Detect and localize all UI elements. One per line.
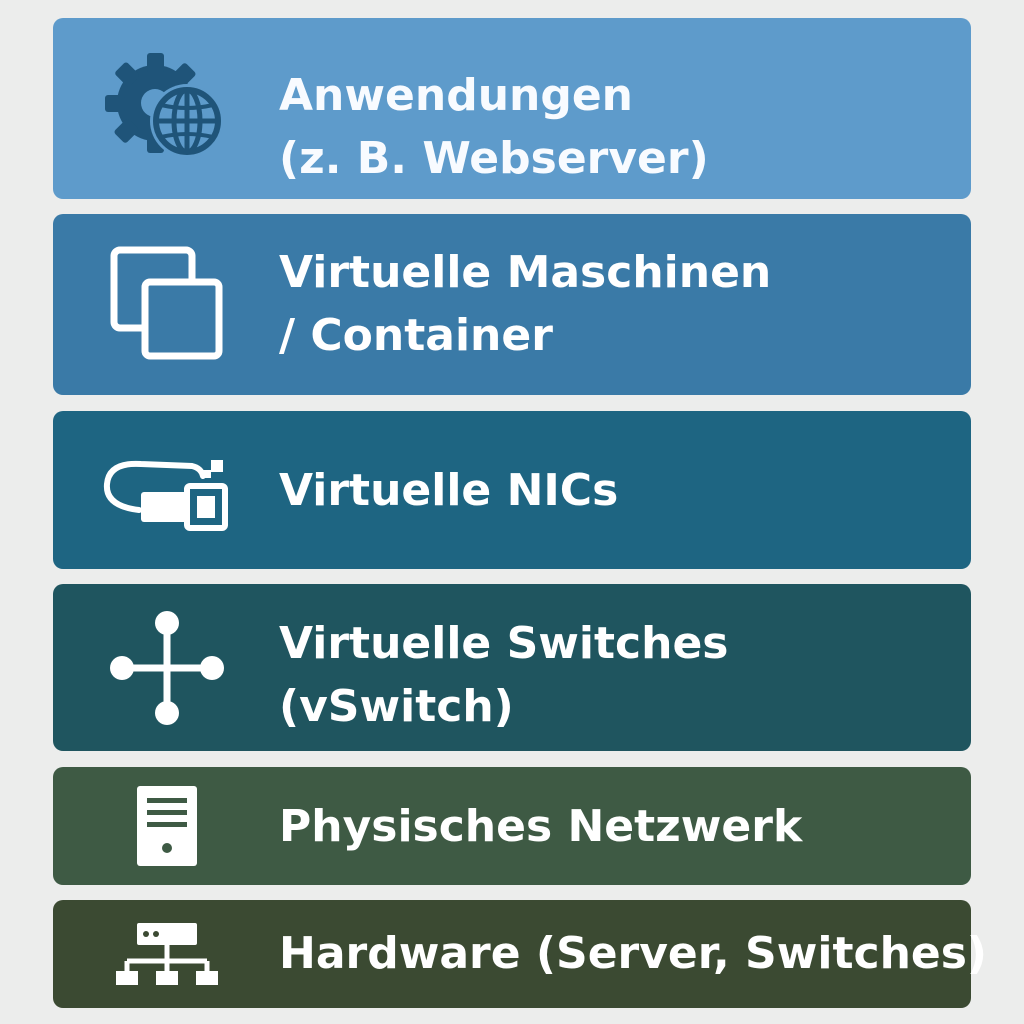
overlapping-windows-icon: [53, 214, 281, 395]
layer-label-line-1: Virtuelle NICs: [279, 465, 619, 516]
layer-applications: Anwendungen (z. B. Webserver): [53, 18, 971, 199]
layer-virtual-nics: Virtuelle NICs: [53, 411, 971, 569]
layer-virtual-machines: Virtuelle Maschinen / Container: [53, 214, 971, 395]
gear-globe-icon: [53, 18, 281, 199]
layer-label-line-1: Virtuelle Maschinen: [279, 247, 772, 298]
network-topology-icon: [53, 900, 281, 1008]
layer-virtual-switches: Virtuelle Switches (vSwitch): [53, 584, 971, 751]
layer-label-line-2: (z. B. Webserver): [279, 133, 709, 184]
layer-physical-network: Physisches Netzwerk: [53, 767, 971, 885]
layer-label-line-2: (vSwitch): [279, 681, 514, 732]
layer-label-line-1: Virtuelle Switches: [279, 618, 729, 669]
layer-label-line-1: Physisches Netzwerk: [279, 801, 803, 852]
network-cable-icon: [53, 411, 281, 569]
switch-hub-icon: [53, 584, 281, 751]
layer-label-line-1: Hardware (Server, Switches): [279, 928, 988, 979]
server-tower-icon: [53, 767, 281, 885]
layer-label-line-1: Anwendungen: [279, 70, 633, 121]
layer-label: Anwendungen (z. B. Webserver): [279, 64, 961, 190]
layer-label: Hardware (Server, Switches): [279, 922, 988, 985]
layer-label: Virtuelle NICs: [279, 459, 961, 522]
layer-label: Virtuelle Switches (vSwitch): [279, 612, 961, 738]
layer-label-line-2: / Container: [279, 310, 553, 361]
layer-hardware: Hardware (Server, Switches): [53, 900, 988, 1008]
layer-label: Physisches Netzwerk: [279, 795, 961, 858]
layer-label: Virtuelle Maschinen / Container: [279, 241, 961, 367]
